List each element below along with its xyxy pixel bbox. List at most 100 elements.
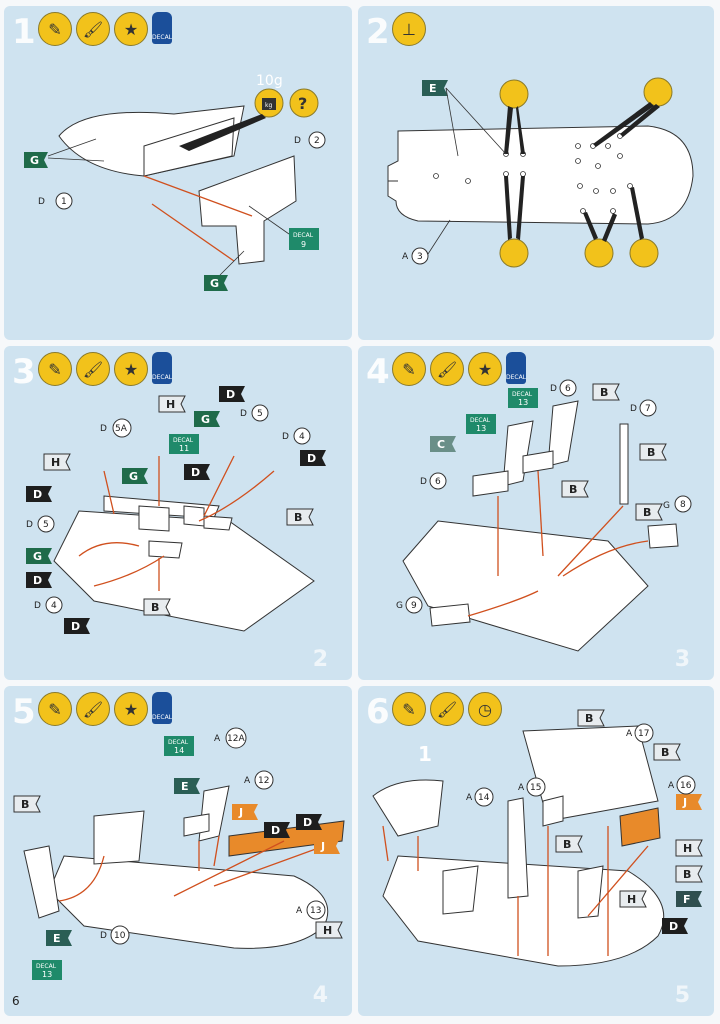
clock-icon: ◷: [468, 692, 502, 726]
svg-text:4: 4: [51, 601, 57, 611]
svg-text:10: 10: [114, 931, 126, 941]
paint-brush-icon: 🖌: [430, 692, 464, 726]
svg-text:DECAL: DECAL: [512, 391, 533, 398]
seat-base: [472, 470, 509, 497]
step-number: 1: [12, 12, 36, 52]
sub-watermark: 3: [674, 647, 690, 672]
svg-text:A: A: [214, 734, 221, 744]
paint-brush-icon: 🖌: [76, 352, 110, 386]
paint-brush-icon: 🖌: [76, 12, 110, 46]
holes: [433, 133, 633, 214]
decal-badge: DECAL 9: [289, 228, 319, 250]
svg-text:J: J: [238, 806, 243, 819]
svg-text:D: D: [271, 824, 280, 837]
step-3-panel: 3 ✎ 🖌 ★ DECAL H G D H G D D D B D G D B …: [4, 346, 352, 680]
drill-bubbles: [499, 77, 673, 268]
flag-d: D: [300, 450, 326, 466]
step-number: 2: [366, 12, 390, 52]
decal-sheet-icon: ★: [114, 12, 148, 46]
svg-text:A: A: [244, 776, 251, 786]
flag-b: B: [653, 743, 681, 761]
step-icons: ✎ 🖌 ◷: [392, 692, 502, 726]
svg-text:G: G: [210, 277, 219, 290]
flag-b: B: [577, 709, 605, 727]
step-icons: ⊥: [392, 12, 426, 46]
decal-badge: DECAL 13: [466, 414, 496, 434]
svg-text:DECAL: DECAL: [36, 963, 57, 970]
flag-d: D: [662, 918, 688, 934]
svg-text:13: 13: [42, 970, 52, 979]
step-icons: ✎ 🖌 ★ DECAL: [38, 352, 172, 386]
svg-text:?: ?: [298, 94, 307, 113]
svg-text:B: B: [585, 712, 593, 725]
flag-f: F: [676, 891, 702, 907]
leader-line: [248, 205, 290, 235]
svg-text:G: G: [33, 550, 42, 563]
seat-right: [198, 785, 230, 842]
svg-text:11: 11: [179, 444, 189, 453]
svg-text:D: D: [100, 931, 107, 941]
svg-text:B: B: [647, 446, 655, 459]
flag-b: B: [13, 795, 41, 813]
glue-icon: ✎: [38, 352, 72, 386]
svg-text:6: 6: [565, 384, 571, 394]
svg-text:D: D: [303, 816, 312, 829]
flag-g: G: [194, 411, 220, 427]
svg-text:D: D: [38, 197, 45, 207]
sub-watermark: 4: [312, 983, 328, 1008]
svg-text:A: A: [518, 783, 525, 793]
svg-text:D: D: [34, 601, 41, 611]
svg-text:D: D: [420, 477, 427, 487]
svg-text:J: J: [682, 796, 687, 809]
svg-text:B: B: [294, 511, 302, 524]
svg-text:15: 15: [530, 783, 541, 793]
sub-watermark: 2: [312, 647, 328, 672]
step-1-panel: 1 ✎ 🖌 ★ DECAL kg 10g ? G G D: [4, 6, 352, 340]
svg-text:B: B: [661, 746, 669, 759]
step-icons: ✎ 🖌 ★ DECAL: [38, 12, 172, 46]
svg-text:5: 5: [43, 520, 49, 530]
step-icons: ✎ 🖌 ★ DECAL: [38, 692, 172, 726]
svg-text:4: 4: [299, 432, 305, 442]
decal-badge: DECAL 11: [169, 434, 199, 454]
flag-d: D: [264, 822, 290, 838]
step-icons: ✎ 🖌 ★ DECAL: [392, 352, 526, 386]
part-d2: [198, 155, 297, 265]
step-number: 6: [366, 692, 390, 732]
svg-text:2: 2: [314, 136, 320, 146]
svg-text:D: D: [294, 136, 301, 146]
flag-e: E: [422, 80, 448, 96]
seat-left: [23, 845, 60, 919]
svg-text:G: G: [201, 413, 210, 426]
svg-text:G: G: [396, 601, 403, 611]
svg-text:16: 16: [680, 781, 692, 791]
sub-step-number: 1: [418, 742, 432, 766]
svg-text:DECAL: DECAL: [168, 739, 189, 746]
sub-watermark: 5: [674, 983, 690, 1008]
flag-h: H: [43, 453, 71, 471]
seat-base: [522, 450, 554, 474]
svg-text:D: D: [282, 432, 289, 442]
flag-j: J: [232, 804, 258, 820]
glue-icon: ✎: [392, 692, 426, 726]
svg-text:B: B: [151, 601, 159, 614]
part-callout: [55, 192, 73, 210]
weight-icon: kg: [254, 88, 284, 118]
nose-piece: [372, 779, 444, 837]
svg-text:13: 13: [310, 906, 321, 916]
part-a16: [619, 807, 661, 847]
decal-badge: DECAL 13: [32, 960, 62, 980]
svg-text:9: 9: [411, 601, 417, 611]
svg-text:kg: kg: [265, 102, 272, 109]
flag-g: G: [26, 548, 52, 564]
flag-b: B: [143, 598, 171, 616]
flag-g: G: [204, 275, 228, 291]
svg-text:D: D: [191, 466, 200, 479]
part-callout: [308, 131, 326, 149]
svg-text:1: 1: [61, 197, 67, 207]
flag-b: B: [592, 383, 620, 401]
svg-text:G: G: [663, 501, 670, 511]
